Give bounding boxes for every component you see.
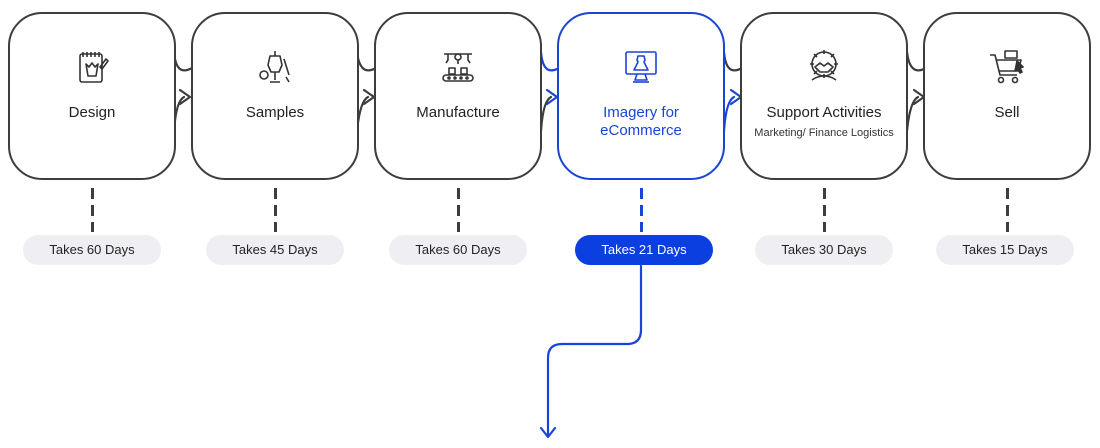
step-design: Design (8, 12, 176, 180)
step-title: Samples (245, 104, 305, 121)
duration-badge: Takes 60 Days (389, 235, 527, 265)
duration-badge: Takes 60 Days (23, 235, 161, 265)
dash-separator (822, 188, 826, 232)
shopping-cart-icon (987, 47, 1027, 87)
step-title: Manufacture (416, 104, 500, 121)
dress-form-icon (255, 47, 295, 87)
step-title: Imagery for eCommerce (600, 104, 682, 139)
sketch-notebook-icon (72, 47, 112, 87)
step-support-activities: Support Activities Marketing/ Finance Lo… (740, 12, 908, 180)
gear-handshake-icon (804, 47, 844, 87)
dash-separator (456, 188, 460, 232)
arrow-head-1-2 (178, 88, 192, 106)
monitor-dress-icon (621, 47, 661, 87)
dash-separator (273, 188, 277, 232)
duration-badge: Takes 45 Days (206, 235, 344, 265)
factory-conveyor-icon (438, 47, 478, 87)
connector-1-2 (172, 50, 194, 72)
step-title: Sell (994, 104, 1020, 121)
duration-badge: Takes 30 Days (755, 235, 893, 265)
duration-badge-active: Takes 21 Days (575, 235, 713, 265)
step-manufacture: Manufacture (374, 12, 542, 180)
step-subtitle: Marketing/ Finance Logistics (754, 127, 894, 139)
step-imagery-ecommerce: Imagery for eCommerce (557, 12, 725, 180)
step-sell: Sell (923, 12, 1091, 180)
dash-separator-active (639, 188, 643, 232)
step-samples: Samples (191, 12, 359, 180)
dash-separator (1005, 188, 1009, 232)
duration-badge: Takes 15 Days (936, 235, 1074, 265)
dash-separator (90, 188, 94, 232)
output-flow-line (546, 264, 643, 437)
step-title: Design (68, 104, 116, 121)
step-title: Support Activities (766, 104, 882, 121)
output-arrow-head (539, 426, 557, 439)
